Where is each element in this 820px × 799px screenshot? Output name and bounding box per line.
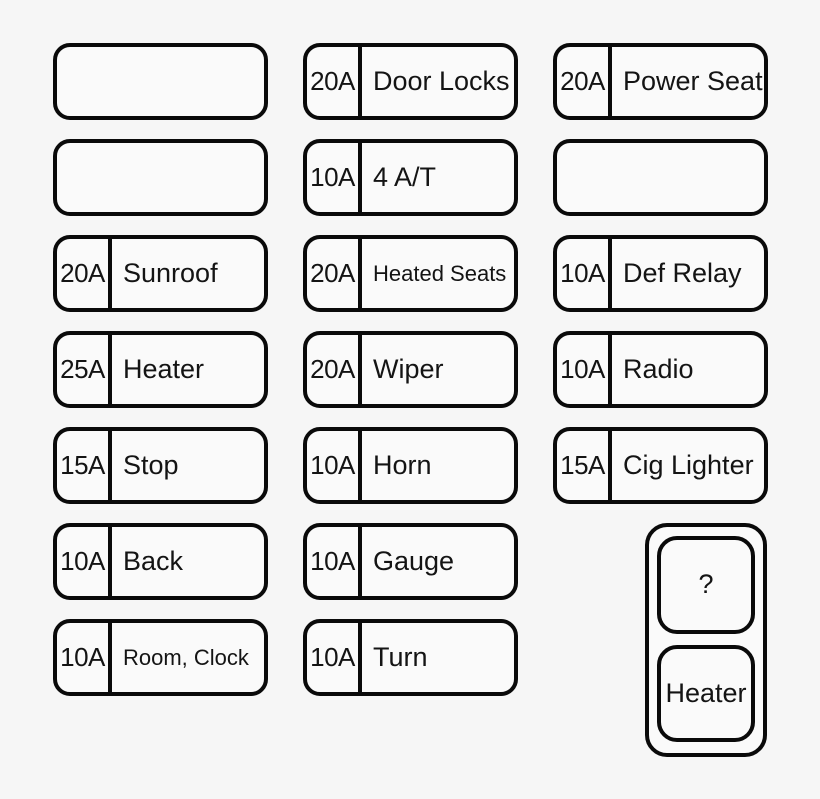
fuse-amp-rating: 10A	[307, 143, 362, 212]
fuse-horn: 10A Horn	[303, 427, 518, 504]
fuse-amp-rating: 20A	[557, 47, 612, 116]
fuse-label: Cig Lighter	[623, 450, 754, 480]
fuse-label: Heated Seats	[373, 260, 507, 286]
fuse-blank	[53, 43, 268, 120]
fuse-label: Stop	[123, 450, 179, 480]
fuse-amp-rating: 15A	[557, 431, 612, 500]
fuse-amp-rating: 10A	[307, 623, 362, 692]
fuse-label: 4 A/T	[373, 162, 437, 192]
fuse-heater: 25A Heater	[53, 331, 268, 408]
fuse-column-left: 20A Sunroof 25A Heater 15A Stop 10A Back…	[53, 43, 268, 696]
fuse-label: Sunroof	[123, 258, 218, 288]
fuse-label: Horn	[373, 450, 432, 480]
fuse-room-clock: 10A Room, Clock	[53, 619, 268, 696]
fuse-label: Turn	[373, 642, 428, 672]
fuse-amp-rating: 20A	[307, 239, 362, 308]
fuse-blank	[553, 139, 768, 216]
fuse-amp-rating: 20A	[307, 335, 362, 404]
fuse-gauge: 10A Gauge	[303, 523, 518, 600]
fuse-amp-rating: 20A	[307, 47, 362, 116]
relay-cell-heater: Heater	[657, 644, 755, 742]
fuse-label: Wiper	[373, 354, 444, 384]
fuse-wiper: 20A Wiper	[303, 331, 518, 408]
fuse-stop: 15A Stop	[53, 427, 268, 504]
fuse-label: Door Locks	[373, 66, 510, 96]
fuse-amp-rating: 10A	[307, 431, 362, 500]
fuse-amp-rating: 25A	[57, 335, 112, 404]
fuse-amp-rating: 20A	[57, 239, 112, 308]
fuse-sunroof: 20A Sunroof	[53, 235, 268, 312]
fuse-radio: 10A Radio	[553, 331, 768, 408]
fuse-amp-rating: 10A	[57, 527, 112, 596]
fuse-def-relay: 10A Def Relay	[553, 235, 768, 312]
fuse-column-right: 20A Power Seat 10A Def Relay 10A Radio 1…	[553, 43, 768, 757]
fuse-amp-rating: 10A	[557, 335, 612, 404]
fuse-blank	[53, 139, 268, 216]
fuse-column-middle: 20A Door Locks 10A 4 A/T 20A Heated Seat…	[303, 43, 518, 696]
fuse-label: Radio	[623, 354, 694, 384]
fuse-4at: 10A 4 A/T	[303, 139, 518, 216]
fuse-label: Power Seat	[623, 66, 763, 96]
fuse-amp-rating: 15A	[57, 431, 112, 500]
fuse-power-seat: 20A Power Seat	[553, 43, 768, 120]
fuse-door-locks: 20A Door Locks	[303, 43, 518, 120]
fuse-label: Room, Clock	[123, 644, 249, 670]
relay-cell-unknown: ?	[657, 536, 755, 634]
fuse-back: 10A Back	[53, 523, 268, 600]
fuse-amp-rating: 10A	[57, 623, 112, 692]
fuse-amp-rating: 10A	[557, 239, 612, 308]
fuse-label: Gauge	[373, 546, 455, 576]
fuse-turn: 10A Turn	[303, 619, 518, 696]
fuse-label: Back	[123, 546, 184, 576]
fuse-amp-rating: 10A	[307, 527, 362, 596]
fuse-label: Def Relay	[623, 258, 742, 288]
fuse-heated-seats: 20A Heated Seats	[303, 235, 518, 312]
fuse-cig-lighter: 15A Cig Lighter	[553, 427, 768, 504]
fuse-label: Heater	[123, 354, 205, 384]
relay-block: ? Heater	[645, 523, 767, 757]
